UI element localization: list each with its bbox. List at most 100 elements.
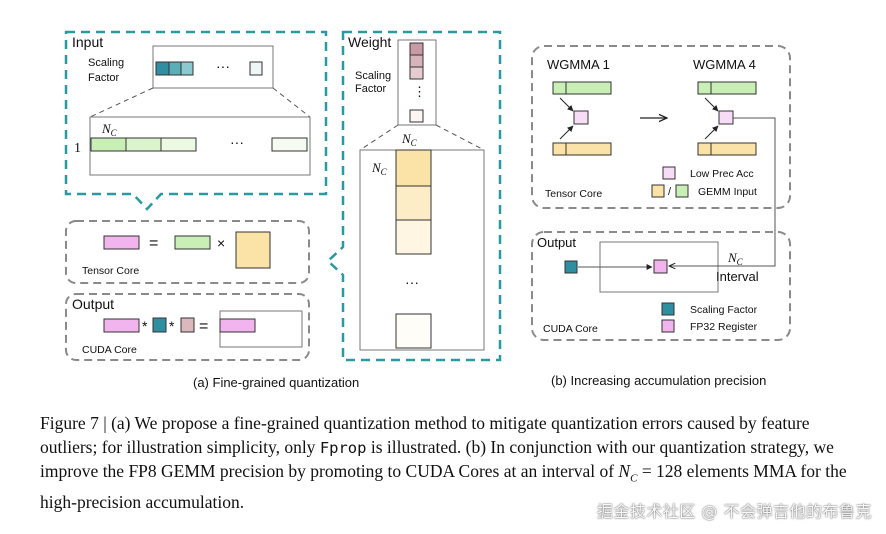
output-panel-a: Output * * = CUDA Core xyxy=(65,293,310,361)
input-block xyxy=(125,137,162,152)
weight-nc-side: NC xyxy=(371,160,388,177)
figure-caption: Figure 7 | (a) We propose a fine-grained… xyxy=(40,412,850,515)
output-b-border xyxy=(531,231,791,341)
legend-gemm-input-label: GEMM Input xyxy=(698,186,757,198)
output-b-nc: NC xyxy=(727,250,744,267)
weight-scaling-label-1: Scaling xyxy=(355,70,391,82)
output-b-scale xyxy=(564,260,578,274)
wgmma-border xyxy=(531,45,791,209)
wgmma4-a-bar xyxy=(697,81,757,95)
input-scale-cell xyxy=(155,61,170,76)
weight-block xyxy=(395,149,432,187)
weight-scale-cell xyxy=(409,54,424,68)
input-scaling-label-1: Scaling xyxy=(88,57,124,69)
legend-scaling-swatch xyxy=(661,302,675,316)
weight-block xyxy=(395,185,432,221)
output-a-title: Output xyxy=(72,296,114,312)
weight-panel-border xyxy=(326,30,502,362)
caption-code: Fprop xyxy=(319,438,367,457)
legend-low-prec-swatch xyxy=(662,166,676,180)
input-zoom-lines xyxy=(89,87,311,118)
weight-column-ellipsis: ··· xyxy=(405,274,419,290)
caption-part-1: Figure 7 | (a) We propose a fine-grained… xyxy=(40,413,810,457)
weight-scaling-label-2: Factor xyxy=(355,83,387,95)
weight-block xyxy=(395,219,432,255)
output-b-title: Output xyxy=(537,235,576,250)
output-a-border xyxy=(65,293,310,361)
input-scale-cell xyxy=(180,61,194,76)
weight-nc-top: NC xyxy=(401,131,418,148)
caption-part-2: is illustrated. (b) In conjunction with … xyxy=(40,436,834,482)
weight-zoom-lines xyxy=(359,124,485,151)
input-block xyxy=(90,137,127,152)
wgmma1-arrow-a xyxy=(559,97,574,112)
legend-orange-swatch xyxy=(651,184,665,198)
wgmma1-a-bar xyxy=(552,81,612,95)
input-panel: Input Scaling Factor ··· NC 1 ··· xyxy=(64,30,328,211)
input-title: Input xyxy=(72,34,103,50)
caption-math-sub: C xyxy=(630,472,638,485)
input-scale-cell xyxy=(168,61,182,76)
wgmma1-arrow-b xyxy=(559,125,574,140)
star-2: * xyxy=(169,318,175,334)
legend-fp32-swatch xyxy=(661,319,675,333)
input-block xyxy=(160,137,197,152)
wgmma-panel: WGMMA 1 WGMMA 4 Low Prec Acc / GEMM Inpu… xyxy=(531,45,791,209)
sub-caption-a: (a) Fine-grained quantization xyxy=(193,375,359,390)
wgmma1-acc xyxy=(573,110,589,125)
weight-panel: Weight Scaling Factor ⋮ NC NC ··· xyxy=(326,30,502,362)
wgmma-1-title: WGMMA 1 xyxy=(547,57,610,72)
output-b-fp32 xyxy=(653,259,668,274)
input-nc-label: NC xyxy=(101,121,118,138)
output-b-core-label: CUDA Core xyxy=(543,323,598,335)
weight-scale-cell xyxy=(409,66,424,80)
weight-scale-cell xyxy=(409,42,424,56)
result-block xyxy=(103,235,140,250)
output-a-equals: = xyxy=(199,318,208,335)
wgmma1-b-bar xyxy=(552,142,612,156)
weight-block-operand xyxy=(235,231,271,269)
weight-title: Weight xyxy=(348,34,391,50)
wgmma-core-label: Tensor Core xyxy=(545,188,602,200)
legend-fp32-label: FP32 Register xyxy=(690,321,758,333)
tensor-core-border xyxy=(65,220,310,284)
caption-part-3: = 128 elements MMA for the high-precisio… xyxy=(40,461,847,512)
input-row-ellipsis: ··· xyxy=(230,134,244,150)
wgmma4-acc xyxy=(718,110,734,125)
figure-7-diagram: Input Scaling Factor ··· NC 1 ··· Weight… xyxy=(64,30,791,390)
weight-block xyxy=(395,313,432,349)
wgmma4-arrow-a xyxy=(704,97,719,112)
equals-sign: = xyxy=(149,235,158,252)
tensor-core-panel-a: = × Tensor Core xyxy=(65,220,310,284)
times-sign: × xyxy=(217,235,225,251)
legend-green-swatch xyxy=(675,184,689,198)
wgmma4-arrow-b xyxy=(704,125,719,140)
legend-low-prec-label: Low Prec Acc xyxy=(690,168,754,180)
interval-label: Interval xyxy=(716,269,759,284)
wgmma-4-title: WGMMA 4 xyxy=(693,57,756,72)
sub-caption-b: (b) Increasing accumulation precision xyxy=(551,373,766,388)
legend-scaling-label: Scaling Factor xyxy=(690,304,758,316)
output-a-weight-scale xyxy=(180,317,195,333)
input-row-index: 1 xyxy=(74,141,81,156)
input-panel-border xyxy=(64,30,328,211)
tensor-core-label: Tensor Core xyxy=(82,265,139,277)
input-block xyxy=(271,137,308,152)
promotion-path xyxy=(669,117,776,266)
input-scale-ellipsis: ··· xyxy=(216,58,230,74)
watermark: 掘金技术社区 @ 不会弹吉他的布鲁克 xyxy=(596,502,872,521)
weight-scale-ellipsis: ⋮ xyxy=(413,84,426,99)
weight-scale-cell xyxy=(409,109,424,123)
output-a-result xyxy=(219,318,256,333)
input-block-operand xyxy=(174,235,211,250)
input-scaling-label-2: Factor xyxy=(88,72,120,84)
output-a-input-scale xyxy=(152,317,167,333)
wgmma4-b-bar xyxy=(697,142,757,156)
caption-math-n: N xyxy=(618,461,631,481)
output-panel-b: Output NC Interval Scaling Factor FP32 R… xyxy=(531,117,791,341)
star-1: * xyxy=(142,318,148,334)
input-scale-cell xyxy=(249,61,263,76)
output-a-acc xyxy=(103,318,140,333)
output-a-core-label: CUDA Core xyxy=(82,344,137,356)
legend-slash: / xyxy=(668,186,672,198)
